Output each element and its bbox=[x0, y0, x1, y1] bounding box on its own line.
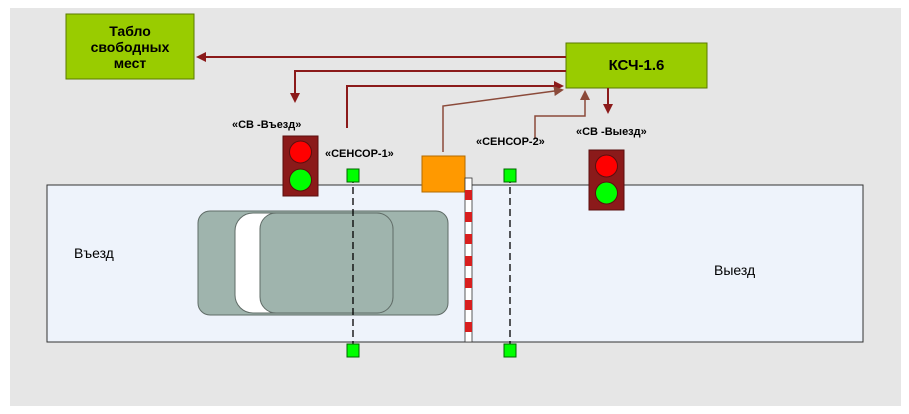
entry-label: Въезд bbox=[74, 245, 114, 261]
sensor-2-bottom bbox=[503, 343, 517, 358]
display-board-label: Табло свободных мест bbox=[66, 14, 194, 79]
display-board-box bbox=[65, 13, 195, 80]
controller-label: КСЧ-1.6 bbox=[608, 57, 665, 74]
arrow-entry-sensor-to-controller bbox=[346, 81, 564, 128]
sensor-1-bottom bbox=[346, 343, 360, 358]
traffic-light-exit-label: «СВ -Выезд» bbox=[576, 126, 647, 138]
road bbox=[46, 184, 864, 343]
traffic-light-entry-label: «СВ -Въезд» bbox=[232, 119, 302, 131]
arrow-barrier-to-controller bbox=[442, 86, 564, 152]
car bbox=[197, 210, 449, 316]
barrier bbox=[421, 155, 473, 343]
sensor-2-label: «СЕНСОР-2» bbox=[476, 136, 545, 148]
sensor-2-top bbox=[503, 168, 517, 183]
display-board-line1: Табло bbox=[109, 22, 151, 39]
traffic-light-exit bbox=[588, 149, 625, 211]
traffic-light-entry bbox=[282, 135, 319, 197]
arrow-controller-to-entry-light bbox=[290, 70, 566, 103]
arrow-sensor-2-to-controller bbox=[534, 90, 590, 139]
controller-box bbox=[565, 42, 708, 89]
display-board-line3: мест bbox=[113, 54, 147, 71]
sensor-1-label: «СЕНСОР-1» bbox=[325, 148, 394, 160]
exit-label: Выезд bbox=[714, 262, 756, 278]
display-board-line2: свободных bbox=[90, 38, 170, 55]
sensor-1-top bbox=[346, 168, 360, 183]
